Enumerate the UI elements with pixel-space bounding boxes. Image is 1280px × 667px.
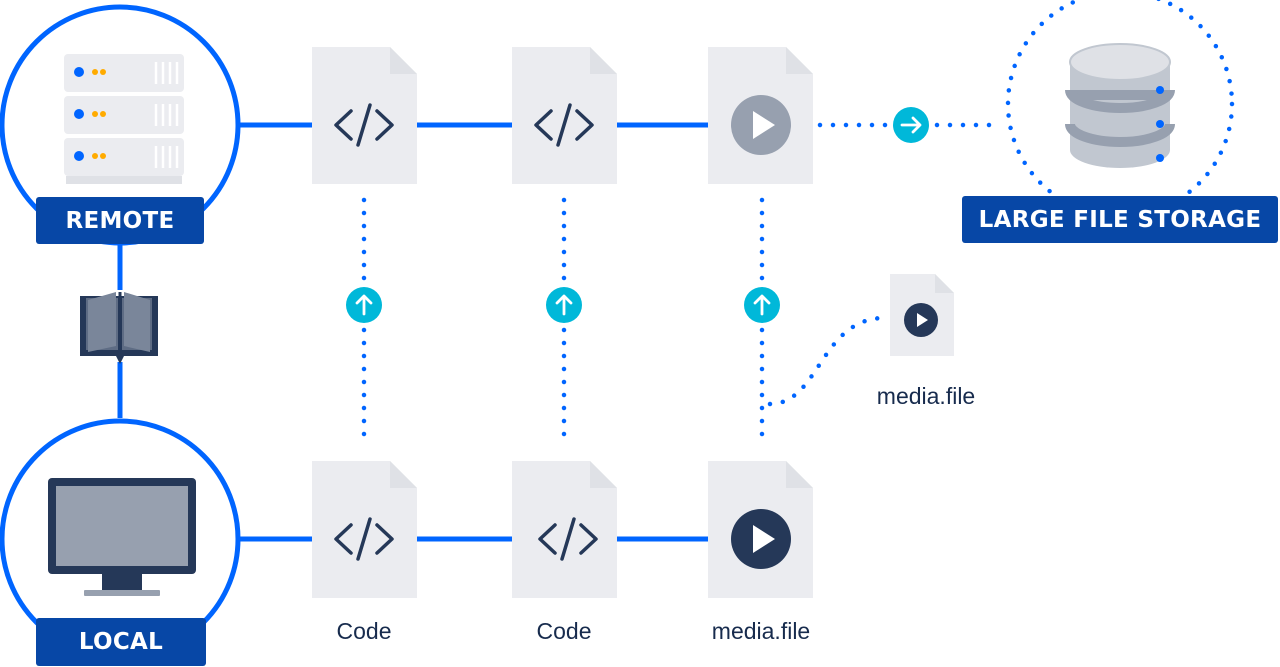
arrow-right-icon [893,107,929,143]
server-icon [64,54,184,184]
local-label: LOCAL [36,618,206,666]
code-caption-2: Code [536,618,592,644]
arrow-up-icon [346,287,382,323]
floating-media-file-caption: media.file [876,383,976,409]
monitor-icon [48,478,196,596]
local-code-file-2 [512,461,617,598]
local-media-file [708,461,813,598]
database-icon [1065,43,1175,168]
book-icon [80,292,158,364]
remote-media-file [708,47,813,184]
media-file-caption: media.file [711,618,811,644]
remote-code-file-1 [312,47,417,184]
floating-media-file [890,274,954,356]
remote-label: REMOTE [36,197,204,244]
large-file-storage-label: LARGE FILE STORAGE [962,196,1278,243]
remote-code-file-2 [512,47,617,184]
local-code-file-1 [312,461,417,598]
arrow-up-icon [744,287,780,323]
code-caption-1: Code [336,618,392,644]
arrow-up-icon [546,287,582,323]
